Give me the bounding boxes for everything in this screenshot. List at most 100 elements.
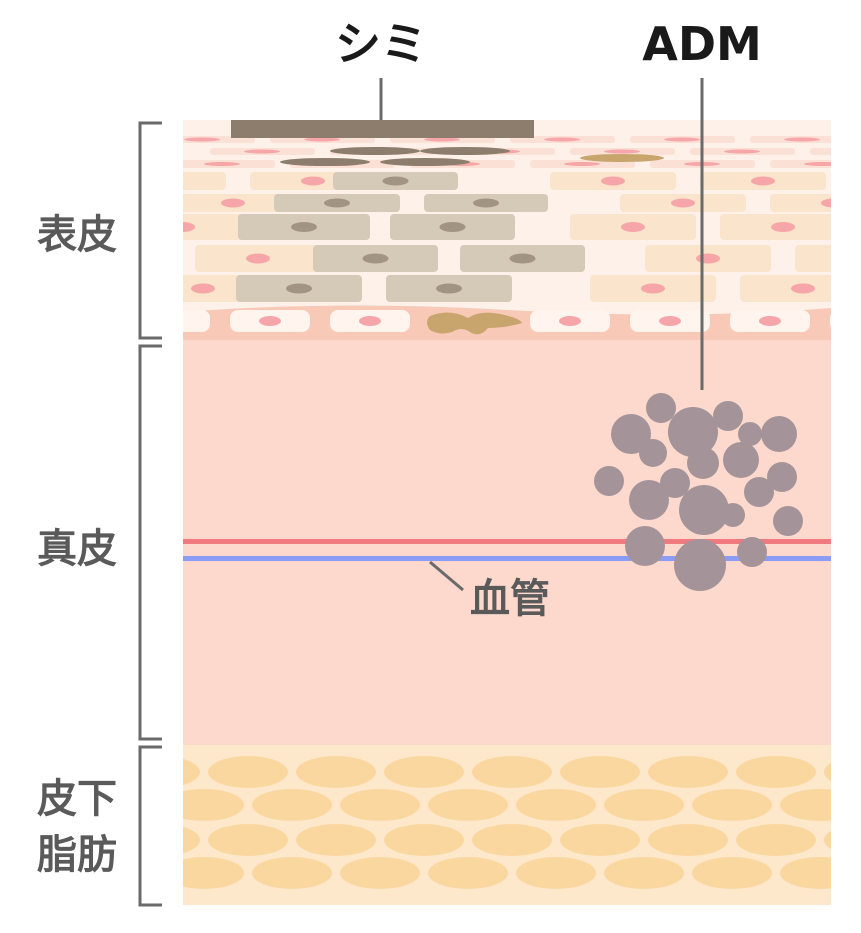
basal-cell: [183, 310, 210, 332]
cell-nucleus: [601, 176, 625, 186]
cell-nucleus: [821, 198, 831, 208]
fat-cell: [692, 789, 772, 821]
shimi-label: シミ: [335, 17, 427, 71]
basal-cell: [830, 314, 831, 328]
cell-nucleus: [696, 253, 720, 264]
pigment-nucleus: [509, 253, 536, 264]
epidermis-cell: [183, 172, 226, 190]
vein-line: [183, 556, 831, 561]
flat-cell-nucleus: [604, 149, 640, 154]
cell-nucleus: [641, 283, 665, 294]
epidermis-cell: [770, 194, 831, 212]
fat-cell: [472, 824, 552, 856]
cell-nucleus: [151, 177, 175, 186]
epidermis-cell: [183, 214, 246, 240]
blood-vessel-label: 血管: [470, 576, 550, 622]
adm-melanocyte: [713, 401, 743, 431]
subcutaneous-fat-label-line1: 皮下: [37, 776, 117, 822]
flat-cell-nucleus: [804, 162, 831, 166]
adm-melanocyte: [737, 537, 767, 567]
fat-cell: [604, 789, 684, 821]
epidermis-bracket: [138, 121, 162, 340]
basal-cell-nucleus: [259, 316, 281, 326]
flat-cell-nucleus: [784, 137, 820, 142]
adm-melanocyte: [660, 468, 690, 498]
fat-cell: [296, 824, 376, 856]
cell-nucleus: [771, 222, 795, 232]
adm-label: ADM: [642, 17, 762, 71]
fat-cell: [516, 789, 596, 821]
fat-cell: [780, 789, 831, 821]
adm-melanocyte: [744, 477, 774, 507]
cell-nucleus: [621, 222, 645, 232]
epidermis-label: 表皮: [37, 212, 117, 258]
fat-cell: [428, 789, 508, 821]
pigment-nucleus: [439, 222, 466, 232]
fat-cell: [183, 758, 200, 786]
fat-cell: [604, 857, 684, 889]
adm-melanocyte: [668, 407, 718, 457]
flat-cell-nucleus: [184, 137, 220, 142]
cell-nucleus: [791, 283, 815, 294]
flat-cell-nucleus: [304, 137, 340, 142]
pigment-nucleus: [436, 283, 462, 294]
melanin-flat: [380, 158, 470, 166]
dermis-label: 真皮: [37, 526, 117, 572]
fat-cell: [384, 824, 464, 856]
flat-cell-nucleus: [424, 137, 460, 142]
basal-cell-nucleus: [759, 316, 781, 326]
basal-cell-nucleus: [659, 316, 681, 326]
flat-cell-nucleus: [724, 149, 760, 154]
fat-cell: [736, 824, 816, 856]
adm-cluster: [594, 393, 803, 591]
fat-cell: [296, 756, 376, 788]
flat-cell-nucleus: [544, 137, 580, 142]
melanin-flat: [330, 147, 420, 155]
flat-cell-nucleus: [244, 149, 280, 154]
fat-cell: [560, 824, 640, 856]
pigment-nucleus: [473, 198, 499, 208]
cell-nucleus: [301, 176, 325, 186]
artery-line: [183, 539, 831, 544]
blood-vessels: [183, 539, 831, 561]
dermis-bracket: [138, 344, 162, 741]
pigment-nucleus: [291, 222, 317, 232]
adm-melanocyte: [646, 393, 676, 423]
brackets: [138, 121, 162, 907]
fat-cell: [824, 762, 831, 782]
cell-nucleus: [246, 253, 270, 264]
basal-cell-nucleus: [559, 316, 581, 326]
cell-nucleus: [846, 254, 861, 264]
pigment-nucleus: [362, 253, 389, 264]
fat-cell: [183, 789, 244, 821]
fat-cell: [428, 857, 508, 889]
fat-cell: [183, 826, 200, 854]
flat-cell-nucleus: [564, 162, 600, 166]
pigment-nucleus: [286, 283, 312, 294]
flat-cell-nucleus: [664, 137, 700, 142]
fat-cell: [208, 756, 288, 788]
fat-cell: [340, 789, 420, 821]
pigment-nucleus: [382, 176, 409, 186]
epidermis-cell: [850, 172, 861, 190]
cell-nucleus: [751, 176, 775, 186]
adm-melanocyte: [679, 485, 729, 535]
epidermis-cell: [740, 275, 831, 302]
adm-melanocyte: [611, 414, 651, 454]
fat-cell: [824, 830, 831, 850]
adm-melanocyte: [773, 506, 803, 536]
cell-nucleus: [183, 222, 195, 232]
fat-cell: [252, 857, 332, 889]
fat-cell: [252, 789, 332, 821]
fat-cell: [648, 756, 728, 788]
flat-cell: [770, 160, 831, 168]
adm-melanocyte: [687, 447, 719, 479]
flat-cell: [810, 148, 831, 155]
basal-cell-nucleus: [159, 316, 181, 326]
adm-melanocyte: [629, 480, 669, 520]
fat-cell: [340, 857, 420, 889]
fat-cell: [516, 857, 596, 889]
cell-nucleus: [671, 198, 695, 208]
adm-melanocyte: [723, 442, 759, 478]
